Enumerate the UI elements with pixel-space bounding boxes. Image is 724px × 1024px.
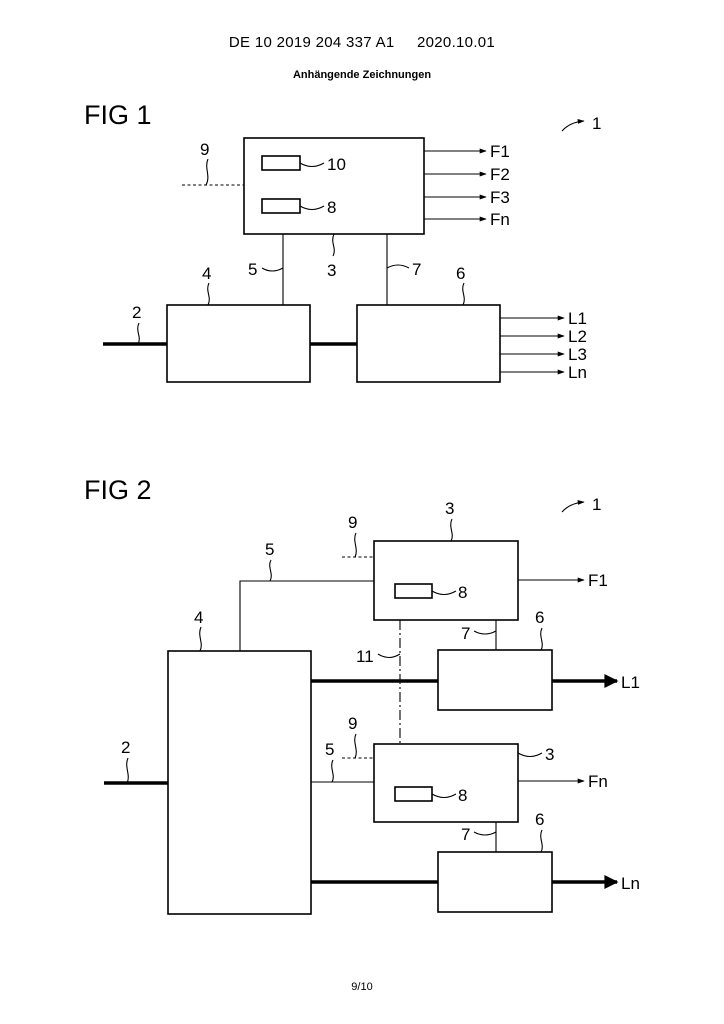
fig2-ref-arrow xyxy=(562,502,584,512)
fig2-box-4 xyxy=(168,651,311,914)
fig2-line-5-top xyxy=(240,581,374,651)
fig2-label-9-bottom: 9 xyxy=(348,714,357,733)
fig2-label-l1: L1 xyxy=(621,673,640,692)
fig2-box-3-top xyxy=(374,541,518,620)
fig2-box-6-bottom xyxy=(438,852,552,912)
fig1-label-2: 2 xyxy=(132,303,141,322)
fig2-box-8-top xyxy=(395,584,432,598)
fig2-leader-9-top xyxy=(355,533,357,557)
fig2-box-3-bottom xyxy=(374,744,518,822)
fig2-leader-7-top xyxy=(474,631,496,634)
fig2-label-3-bottom: 3 xyxy=(545,745,554,764)
fig1-ref-arrow xyxy=(562,121,584,131)
fig2-label-8-bottom: 8 xyxy=(458,786,467,805)
fig2-label-7-top: 7 xyxy=(461,624,470,643)
fig1-label-l1: L1 xyxy=(568,309,587,328)
fig1-leader-4 xyxy=(208,283,210,305)
fig2-label-5-top: 5 xyxy=(265,540,274,559)
fig2-box-6-top xyxy=(438,650,552,710)
fig2-ref-label: 1 xyxy=(592,495,601,514)
page-number: 9/10 xyxy=(0,981,724,993)
fig1-leader-6 xyxy=(463,283,465,305)
fig1-label-ln: Ln xyxy=(568,363,587,382)
fig1-ref-label: 1 xyxy=(592,114,601,133)
fig1-leader-9 xyxy=(206,159,208,185)
fig1-label-8: 8 xyxy=(327,198,336,217)
fig2-label-4: 4 xyxy=(194,608,203,627)
fig1-leader-10 xyxy=(300,163,324,167)
fig2-leader-7-bottom xyxy=(474,832,496,835)
fig1-label-l3: L3 xyxy=(568,345,587,364)
fig1-label-7: 7 xyxy=(412,260,421,279)
fig1-label-l2: L2 xyxy=(568,327,587,346)
fig1-box-4 xyxy=(167,305,310,382)
fig1-title: FIG 1 xyxy=(84,100,152,130)
fig1-label-9: 9 xyxy=(200,140,209,159)
fig1-leader-8 xyxy=(300,206,324,210)
fig2-title: FIG 2 xyxy=(84,475,152,505)
fig2-label-2: 2 xyxy=(121,738,130,757)
fig2-leader-5-top xyxy=(270,560,272,581)
fig1-label-f3: F3 xyxy=(490,188,510,207)
fig2-label-6-bottom: 6 xyxy=(535,810,544,829)
fig1-box-10 xyxy=(262,156,300,170)
fig2-leader-8-bottom xyxy=(432,794,456,798)
fig1-leader-7 xyxy=(387,265,409,268)
fig2-leader-6-top xyxy=(541,628,543,650)
fig1-box-6 xyxy=(357,305,500,382)
fig1-label-4: 4 xyxy=(202,264,211,283)
fig2-label-9-top: 9 xyxy=(348,513,357,532)
fig1-box-3 xyxy=(244,138,424,234)
fig1-label-5: 5 xyxy=(248,260,257,279)
fig2-leader-8-top xyxy=(432,591,456,595)
fig1-box-8 xyxy=(262,199,300,213)
fig2-leader-3-bottom xyxy=(518,753,542,757)
fig2-label-6-top: 6 xyxy=(535,608,544,627)
fig2-label-11: 11 xyxy=(356,647,374,666)
fig2-leader-4 xyxy=(200,627,202,651)
fig1-label-fn: Fn xyxy=(490,210,510,229)
fig1-label-f2: F2 xyxy=(490,165,510,184)
fig2-leader-5-bottom xyxy=(332,760,334,782)
fig2-leader-2 xyxy=(127,758,129,783)
fig1-leader-2 xyxy=(138,323,140,344)
fig2-label-ln: Ln xyxy=(621,874,640,893)
fig1-label-f1: F1 xyxy=(490,142,510,161)
fig2-label-5-bottom: 5 xyxy=(325,740,334,759)
fig2-label-f1: F1 xyxy=(588,571,608,590)
fig2-label-8-top: 8 xyxy=(458,583,467,602)
fig2: FIG 2 1 4 2 3 8 9 F1 5 11 xyxy=(84,475,640,914)
fig2-leader-3-top xyxy=(451,519,453,541)
fig1-label-3: 3 xyxy=(327,261,336,280)
fig2-label-3-top: 3 xyxy=(445,499,454,518)
fig2-box-8-bottom xyxy=(395,787,432,801)
fig1: FIG 1 1 10 8 9 F1 F2 F3 Fn 3 5 xyxy=(84,100,601,382)
fig1-label-10: 10 xyxy=(327,155,346,174)
fig1-label-6: 6 xyxy=(456,264,465,283)
fig2-leader-9-bottom xyxy=(355,734,357,758)
fig2-label-fn: Fn xyxy=(588,772,608,791)
fig2-leader-11 xyxy=(378,654,400,658)
fig2-label-7-bottom: 7 xyxy=(461,825,470,844)
fig1-leader-3 xyxy=(333,234,335,256)
fig1-leader-5 xyxy=(262,268,283,271)
fig2-leader-6-bottom xyxy=(541,830,543,852)
